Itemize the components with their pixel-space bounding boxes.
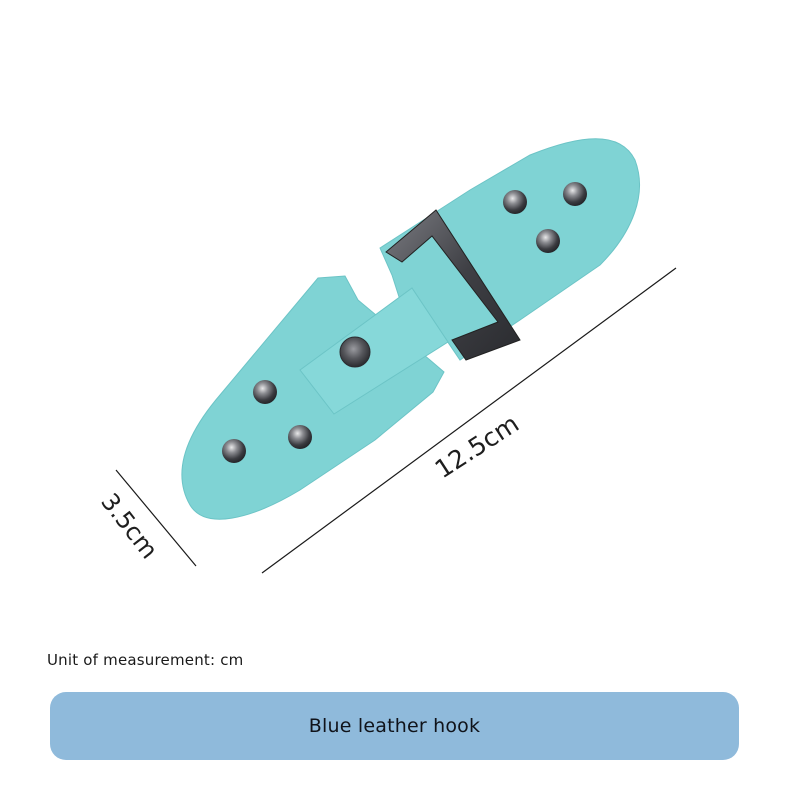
width-dimension-line — [115, 469, 197, 567]
variant-label: Blue leather hook — [308, 715, 481, 737]
rivet — [288, 425, 312, 449]
rivet — [503, 190, 527, 214]
product-photo — [115, 138, 677, 574]
leather-tab — [299, 287, 449, 415]
metal-hook — [385, 209, 521, 361]
rivet — [536, 229, 560, 253]
unit-note: Unit of measurement: cm — [47, 651, 244, 669]
length-dimension-line — [261, 267, 677, 574]
snap-button — [339, 336, 371, 368]
rivet — [253, 380, 277, 404]
rivet — [222, 439, 246, 463]
variant-banner: Blue leather hook — [50, 692, 739, 760]
rivet — [563, 182, 587, 206]
